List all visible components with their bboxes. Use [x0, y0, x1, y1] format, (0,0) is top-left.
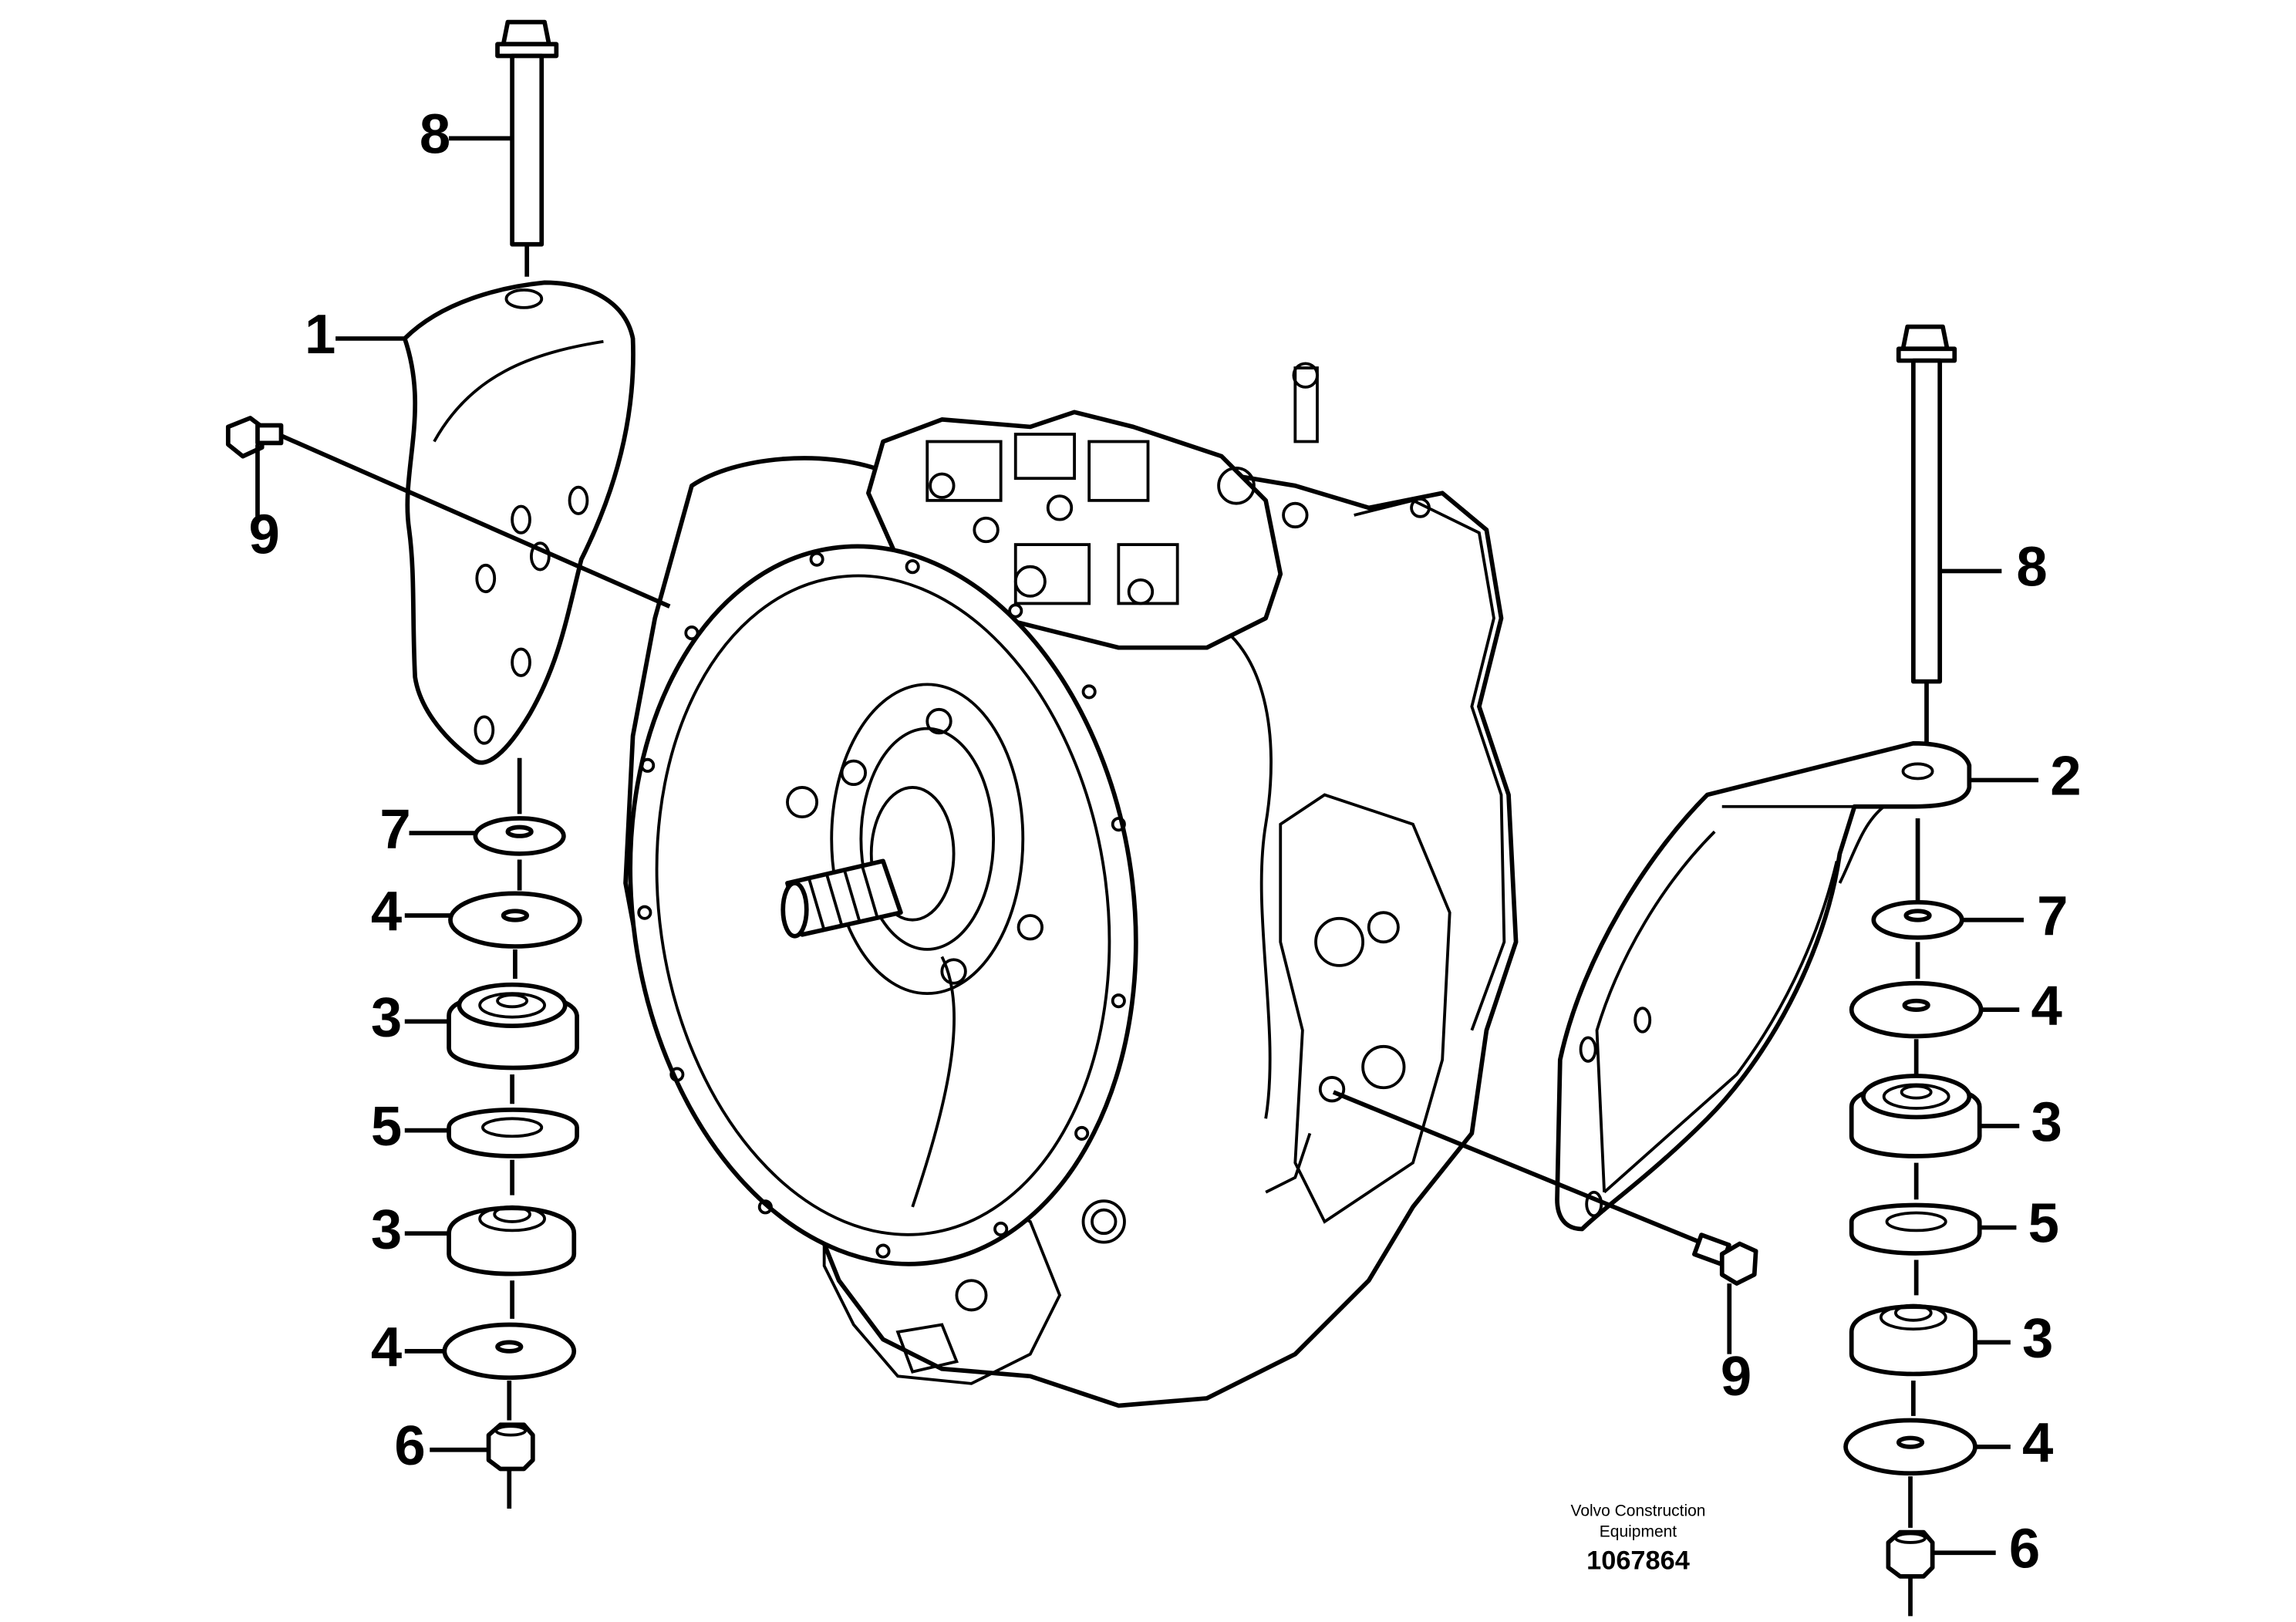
callout-labels: 8 1 9 7 4 3 5 3 4 6 8 2 7 4 3 5 3 4 6 9: [249, 103, 2082, 1580]
callout-5-left: 5: [371, 1095, 402, 1158]
manufacturer-line-2: Equipment: [1600, 1523, 1677, 1540]
right-bracket: [1555, 740, 1972, 1232]
callout-6-left: 6: [394, 1415, 425, 1477]
callout-9-left: 9: [249, 504, 280, 566]
callout-4-right-upper: 4: [2031, 974, 2062, 1037]
callout-3-right-upper: 3: [2031, 1091, 2062, 1153]
callout-3-right-lower: 3: [2022, 1307, 2053, 1370]
callout-leaders: [335, 136, 2039, 1556]
callout-7-right: 7: [2037, 885, 2068, 947]
callout-5-right: 5: [2028, 1192, 2059, 1255]
callout-9-right: 9: [1721, 1345, 1752, 1408]
callout-7-left: 7: [379, 798, 410, 860]
right-short-bolt: [1332, 1090, 1758, 1354]
callout-3-left-upper: 3: [371, 986, 402, 1049]
left-isolator-stack: [442, 757, 582, 1509]
left-short-bolt: [225, 416, 671, 609]
callout-8-right: 8: [2016, 536, 2047, 599]
figure-number: 1067864: [1586, 1546, 1690, 1575]
right-isolator-stack: [1843, 818, 1984, 1617]
right-long-bolt: [1896, 324, 1957, 744]
input-shaft: [781, 858, 903, 939]
callout-4-right-lower: 4: [2022, 1411, 2053, 1474]
figure-caption: Volvo Construction Equipment 1067864: [1570, 1502, 1705, 1576]
callout-1: 1: [305, 303, 335, 366]
callout-4-left-upper: 4: [371, 880, 402, 943]
manufacturer-line-1: Volvo Construction: [1570, 1502, 1705, 1520]
left-long-bolt: [495, 19, 559, 277]
callout-6-right: 6: [2009, 1517, 2040, 1580]
left-bracket: [402, 280, 636, 765]
callout-4-left-lower: 4: [371, 1316, 402, 1378]
callout-3-left-lower: 3: [371, 1198, 402, 1260]
callout-2: 2: [2050, 745, 2081, 808]
callout-8-left: 8: [420, 103, 450, 166]
